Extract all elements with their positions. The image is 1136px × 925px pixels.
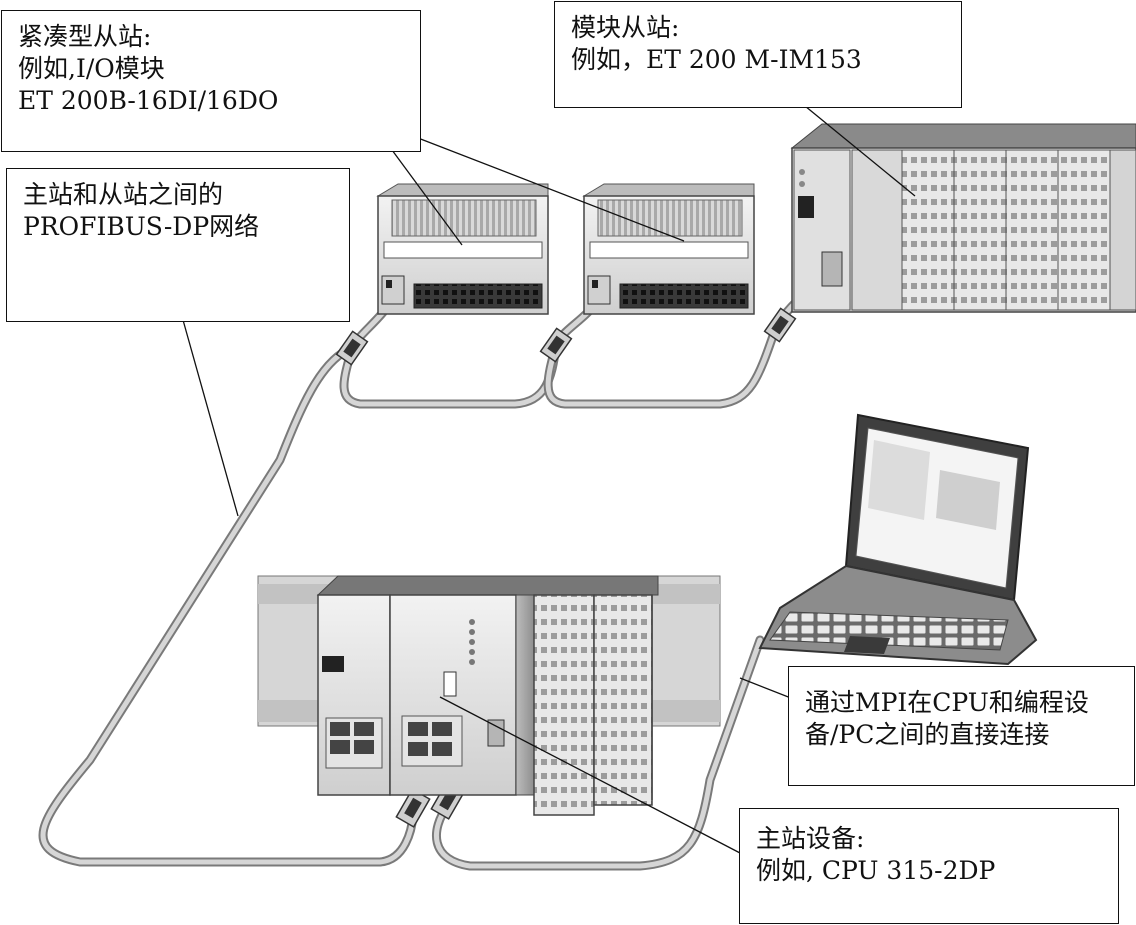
callout-mpi-line2: 备/PC之间的直接连接 [805,720,1050,749]
callout-compact-slave-line3: ET 200B-16DI/16DO [18,86,279,115]
callout-network: 主站和从站之间的 PROFIBUS-DP网络 [6,168,350,322]
callout-master-line2: 例如, CPU 315-2DP [756,856,996,885]
callout-compact-slave-line1: 紧凑型从站: [18,22,152,51]
modular-slave-rack [790,123,1136,313]
compact-slave-2 [582,183,755,315]
leader-lines [182,105,916,854]
callout-mpi: 通过MPI在CPU和编程设 备/PC之间的直接连接 [788,666,1135,786]
callout-network-line2: PROFIBUS-DP网络 [23,212,260,241]
callout-compact-slave-line2: 例如,I/O模块 [18,54,165,83]
callout-network-line1: 主站和从站之间的 [23,180,224,209]
laptop-pg-pc [758,413,1038,666]
master-station-rack [257,575,721,816]
callout-mpi-line1: 通过MPI在CPU和编程设 [805,688,1089,717]
callout-compact-slave: 紧凑型从站: 例如,I/O模块 ET 200B-16DI/16DO [1,10,421,152]
callout-module-slave-line2: 例如，ET 200 M-IM153 [571,45,862,74]
compact-slave-1 [376,183,549,315]
callout-module-slave-line1: 模块从站: [571,13,680,42]
callout-master-line1: 主站设备: [756,824,865,853]
bus-connectors [335,307,797,828]
callout-master: 主站设备: 例如, CPU 315-2DP [739,808,1119,924]
callout-module-slave: 模块从站: 例如，ET 200 M-IM153 [554,1,962,108]
